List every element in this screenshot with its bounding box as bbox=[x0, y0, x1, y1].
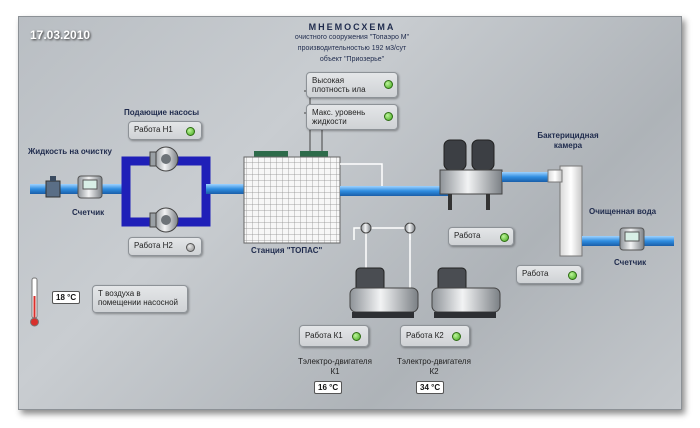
pump-h1-status[interactable]: Работа Н1 bbox=[128, 121, 202, 140]
inlet-meter-label: Счетчик bbox=[72, 208, 105, 217]
compressor-k1-icon[interactable] bbox=[349, 267, 419, 318]
motor-k2-label: Тэлектро-двигателя К2 bbox=[397, 357, 471, 376]
bacteria-chamber-label: Бактерицидная камера bbox=[537, 131, 599, 150]
outlet-pipe bbox=[340, 186, 448, 196]
valve-k1-icon[interactable] bbox=[360, 222, 372, 234]
station-label: Станция "ТОПАС" bbox=[251, 246, 323, 255]
sludge-density-text: Высокая плотность ила bbox=[312, 76, 366, 94]
scheme-subtitle-3: объект "Приозерье" bbox=[319, 56, 385, 63]
pump-h2-indicator bbox=[186, 243, 195, 252]
pump-h1-status-text: Работа Н1 bbox=[134, 125, 173, 134]
motor-k2-temp: 34 °C bbox=[416, 381, 445, 394]
air-temp-label: Т воздуха в помещении насосной bbox=[92, 285, 188, 313]
sludge-density-status[interactable]: Высокая плотность ила bbox=[306, 72, 398, 98]
outlet-meter-icon[interactable] bbox=[619, 227, 645, 251]
compressor-k2-status[interactable]: Работа К2 bbox=[400, 325, 470, 347]
compressor-k1-text: Работа К1 bbox=[305, 331, 343, 340]
pump-h2-icon[interactable] bbox=[149, 207, 179, 233]
motor-k1-temp: 16 °C bbox=[314, 381, 343, 394]
compressor-k1-indicator bbox=[352, 332, 361, 341]
motor-k1-label: Тэлектро-двигателя К1 bbox=[298, 357, 372, 376]
scheme-subtitle-1: очистного сооружения "Топаэро М" bbox=[294, 34, 410, 41]
max-level-status[interactable]: Макс. уровень жидкости bbox=[306, 104, 398, 130]
inlet-valve-icon[interactable] bbox=[45, 176, 61, 198]
max-level-text: Макс. уровень жидкости bbox=[312, 108, 366, 126]
uv-status[interactable]: Работа bbox=[516, 265, 582, 284]
return-line bbox=[340, 163, 383, 186]
sludge-density-indicator bbox=[384, 80, 393, 89]
scheme-subtitle-2: производительностью 192 м3/сут bbox=[297, 45, 407, 52]
uv-indicator bbox=[568, 271, 577, 280]
filter-indicator bbox=[500, 233, 509, 242]
pump-h1-icon[interactable] bbox=[149, 146, 179, 172]
pump-h2-status-text: Работа Н2 bbox=[134, 241, 173, 250]
pump-h2-status[interactable]: Работа Н2 bbox=[128, 237, 202, 256]
filter-unit-icon[interactable] bbox=[439, 139, 503, 210]
outlet-meter-label: Счетчик bbox=[614, 258, 647, 267]
valve-k2-icon[interactable] bbox=[404, 222, 416, 234]
thermometer-icon bbox=[30, 277, 39, 327]
air-temp-value: 18 °C bbox=[52, 291, 81, 304]
max-level-indicator bbox=[384, 112, 393, 121]
current-date: 17.03.2010 bbox=[30, 28, 91, 42]
liquid-inlet-label: Жидкость на очистку bbox=[28, 147, 112, 156]
inlet-meter-icon[interactable] bbox=[77, 175, 103, 199]
filter-status-text: Работа bbox=[454, 231, 481, 240]
compressor-k1-status[interactable]: Работа К1 bbox=[299, 325, 369, 347]
supply-pumps-label: Подающие насосы bbox=[124, 108, 200, 117]
scheme-title: МНЕМОСХЕМА bbox=[308, 22, 396, 32]
uv-chamber-icon[interactable] bbox=[547, 165, 583, 257]
compressor-k2-indicator bbox=[452, 332, 461, 341]
topas-station[interactable] bbox=[243, 151, 341, 244]
filter-status[interactable]: Работа bbox=[448, 227, 514, 246]
pump-h1-indicator bbox=[186, 127, 195, 136]
uv-status-text: Работа bbox=[522, 269, 549, 278]
station-inlet-pipe bbox=[206, 184, 244, 194]
clean-water-label: Очищенная вода bbox=[589, 207, 657, 216]
filter-outlet-pipe bbox=[502, 172, 560, 182]
compressor-k2-icon[interactable] bbox=[431, 267, 501, 318]
compressor-k2-text: Работа К2 bbox=[406, 331, 444, 340]
